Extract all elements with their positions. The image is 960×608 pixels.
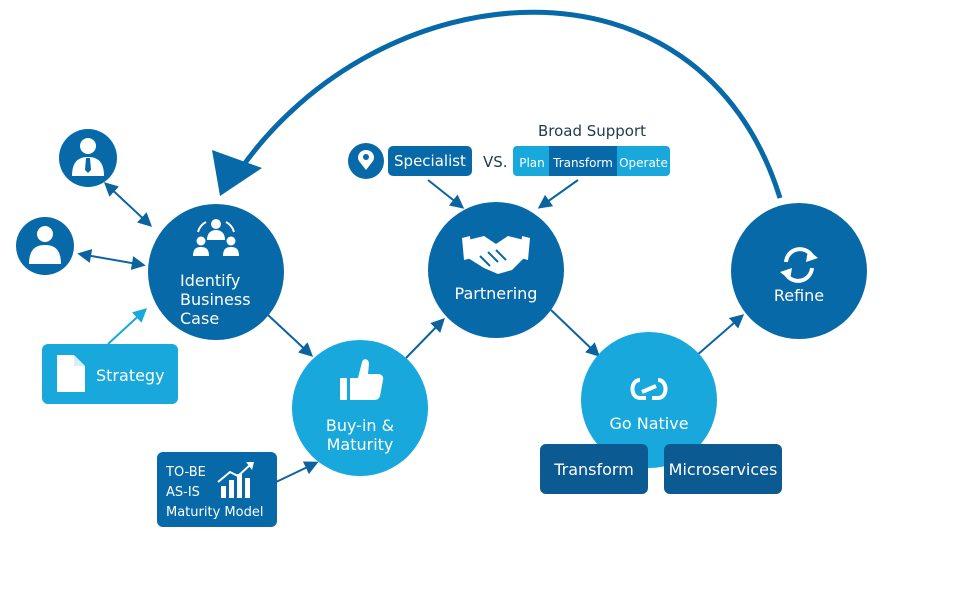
identify-label-line-2: Business bbox=[180, 290, 251, 309]
specialist-label: Specialist bbox=[394, 152, 466, 170]
broad-operate-label: Operate bbox=[619, 156, 668, 170]
actor2-link bbox=[77, 249, 146, 270]
identify-label-line-3: Case bbox=[180, 309, 220, 328]
document-icon bbox=[57, 355, 85, 392]
broad-plan-label: Plan bbox=[519, 156, 545, 170]
broad-transform-segment bbox=[549, 146, 617, 176]
identify-business-case-node bbox=[148, 204, 284, 340]
microservices-box-label: Microservices bbox=[668, 460, 778, 479]
specialist-box bbox=[388, 146, 472, 176]
broad-transform-label: Transform bbox=[553, 156, 613, 170]
identify-label: Identify Business Case bbox=[166, 271, 280, 328]
person-icon bbox=[29, 226, 61, 264]
buyin-label: Buy-in & Maturity bbox=[310, 416, 410, 454]
as-is-text: AS-IS bbox=[166, 485, 200, 500]
native-to-refine bbox=[695, 314, 745, 357]
vs-label: VS. bbox=[483, 153, 508, 171]
buyin-maturity-node bbox=[292, 340, 428, 476]
to-be-text: TO-BE bbox=[166, 465, 206, 480]
partnering-label: Partnering bbox=[454, 284, 538, 303]
maturity-to-buyin bbox=[275, 461, 319, 483]
partnering-to-native bbox=[550, 309, 601, 357]
location-pin-icon bbox=[357, 150, 375, 170]
transform-box bbox=[540, 444, 648, 494]
microservices-box bbox=[664, 444, 782, 494]
specialist-to-partnering bbox=[427, 179, 465, 209]
refine-node bbox=[731, 203, 867, 339]
maturity-model-text: Maturity Model bbox=[166, 505, 264, 520]
maturity-box-text: TO-BE AS-IS Maturity Model bbox=[166, 463, 278, 523]
handshake-icon bbox=[462, 236, 530, 274]
link-loop-icon bbox=[630, 378, 668, 400]
businessman-icon bbox=[72, 138, 104, 176]
go-native-node bbox=[581, 332, 717, 468]
buyin-label-line-2: Maturity bbox=[326, 435, 394, 454]
actor1-link bbox=[103, 182, 153, 227]
broad-operate-segment bbox=[617, 146, 670, 176]
strategy-label: Strategy bbox=[96, 366, 165, 385]
thumbs-up-icon bbox=[340, 359, 384, 400]
transform-box-label: Transform bbox=[554, 460, 634, 479]
growth-chart-icon bbox=[217, 462, 254, 498]
maturity-model-box bbox=[157, 452, 277, 527]
refine-label: Refine bbox=[773, 286, 825, 305]
refresh-icon bbox=[780, 247, 818, 283]
broad-to-partnering bbox=[537, 179, 579, 209]
broad-plan-segment bbox=[513, 146, 553, 176]
identify-label-line-1: Identify bbox=[180, 271, 241, 290]
buyin-to-partnering bbox=[405, 317, 445, 359]
broad-support-title: Broad Support bbox=[537, 122, 647, 140]
buyin-label-line-1: Buy-in & bbox=[325, 416, 395, 435]
team-cycle-icon bbox=[193, 219, 239, 256]
go-native-label: Go Native bbox=[609, 414, 689, 433]
strategy-link bbox=[107, 308, 148, 345]
identify-to-buyin bbox=[267, 314, 314, 357]
return-arc bbox=[237, 9, 783, 199]
return-arc-arrowhead bbox=[212, 150, 262, 196]
